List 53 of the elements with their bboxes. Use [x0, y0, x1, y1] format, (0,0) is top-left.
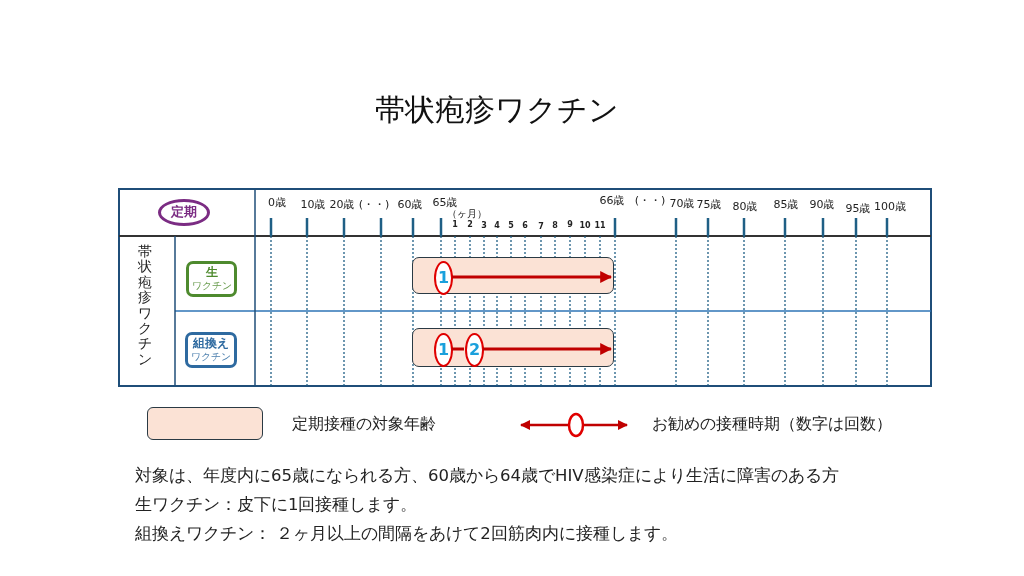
note-text: 生ワクチン：皮下に1回接種します。 — [135, 494, 418, 516]
arrow — [483, 343, 613, 355]
axis-label: 70歳 — [669, 196, 695, 211]
dose-number: 1 — [437, 268, 450, 288]
axis-label: 8 — [552, 221, 558, 230]
category-label: 生 — [205, 266, 218, 281]
axis-label: 60歳 — [397, 197, 423, 212]
note-text: 対象は、年度内に65歳になられる方、60歳から64歳でHIV感染症により生活に障害のある方 — [135, 465, 839, 487]
axis-label: 2 — [467, 220, 473, 229]
axis-label: 10 — [579, 221, 591, 230]
axis-label: 1 — [452, 220, 458, 229]
axis-label: 5 — [508, 221, 514, 230]
axis-label: 11 — [594, 221, 606, 230]
badge-label: 定期 — [171, 205, 197, 220]
dose-number: 1 — [437, 340, 450, 360]
axis-label: 6 — [522, 221, 528, 230]
category-box — [186, 261, 237, 297]
dose-circle — [434, 333, 453, 367]
row-header: 帯状疱疹ワクチン — [138, 244, 152, 368]
category-label: 組換え — [193, 337, 229, 352]
axis-label: 3 — [481, 221, 487, 230]
range-bar — [412, 328, 614, 367]
dose-number: 2 — [468, 340, 481, 360]
axis-label: 20歳 — [329, 197, 355, 212]
axis-label: 66歳 — [599, 193, 625, 208]
category-box — [185, 332, 237, 368]
axis-label: （ヶ月） — [447, 207, 487, 220]
axis-label: 85歳 — [773, 197, 799, 212]
axis-label: 9 — [567, 220, 573, 229]
axis-label: 90歳 — [809, 197, 835, 212]
note-text: 組換えワクチン： ２ヶ月以上の間隔をあけて2回筋肉内に接種します。 — [135, 523, 678, 545]
category-sublabel: ワクチン — [191, 280, 232, 292]
axis-label: 100歳 — [874, 199, 906, 214]
dose-circle — [434, 261, 453, 295]
axis-label: (・・) — [358, 197, 390, 212]
legend-label: 定期接種の対象年齢 — [292, 414, 436, 435]
axis-label: 75歳 — [696, 197, 722, 212]
axis-label: 7 — [538, 222, 544, 231]
axis-label: 0歳 — [268, 195, 286, 210]
axis-label: 10歳 — [300, 197, 326, 212]
oval-badge — [158, 199, 210, 226]
title: 帯状疱疹ワクチン — [374, 91, 620, 129]
axis-label: 65歳 — [432, 195, 458, 210]
axis-label: (・・) — [634, 193, 666, 208]
axis-label: 4 — [494, 221, 500, 230]
dose-circle — [465, 333, 484, 367]
category-sublabel: ワクチン — [191, 351, 231, 363]
arrow — [452, 271, 613, 283]
range-bar — [412, 257, 614, 294]
legend-label: お勧めの接種時期（数字は回数） — [652, 414, 892, 435]
axis-label: 95歳 — [845, 201, 871, 216]
connector-line — [452, 347, 464, 351]
axis-label: 80歳 — [732, 199, 758, 214]
